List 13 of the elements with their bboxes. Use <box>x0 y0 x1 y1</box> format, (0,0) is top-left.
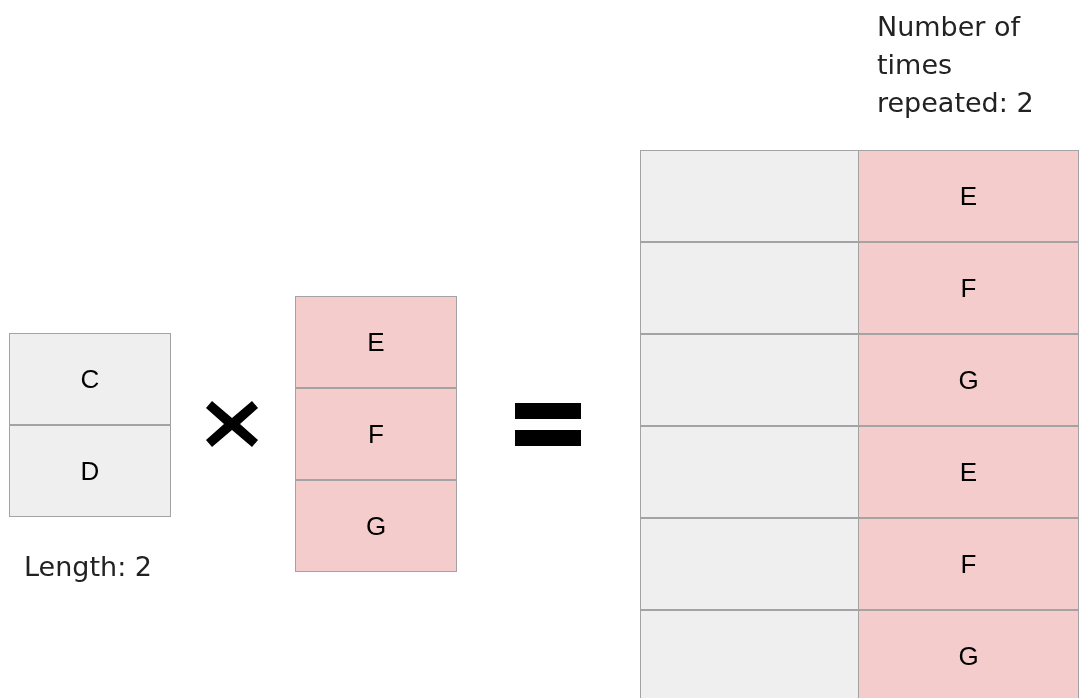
table-cell: E <box>858 150 1079 242</box>
table-cell: G <box>295 480 457 572</box>
table-cell: F <box>295 388 457 480</box>
table-cell: F <box>858 518 1079 610</box>
table-cell: G <box>858 334 1079 426</box>
caption-text: Length: 2 <box>24 550 153 584</box>
caption-text: Number of times repeated: 2 <box>877 10 1035 120</box>
table-cell: E <box>295 296 457 388</box>
table-cell: E <box>858 426 1079 518</box>
table-cell: C <box>9 333 171 425</box>
table-cell: D <box>9 425 171 517</box>
table-cell: F <box>858 242 1079 334</box>
table-cell: G <box>858 610 1079 698</box>
